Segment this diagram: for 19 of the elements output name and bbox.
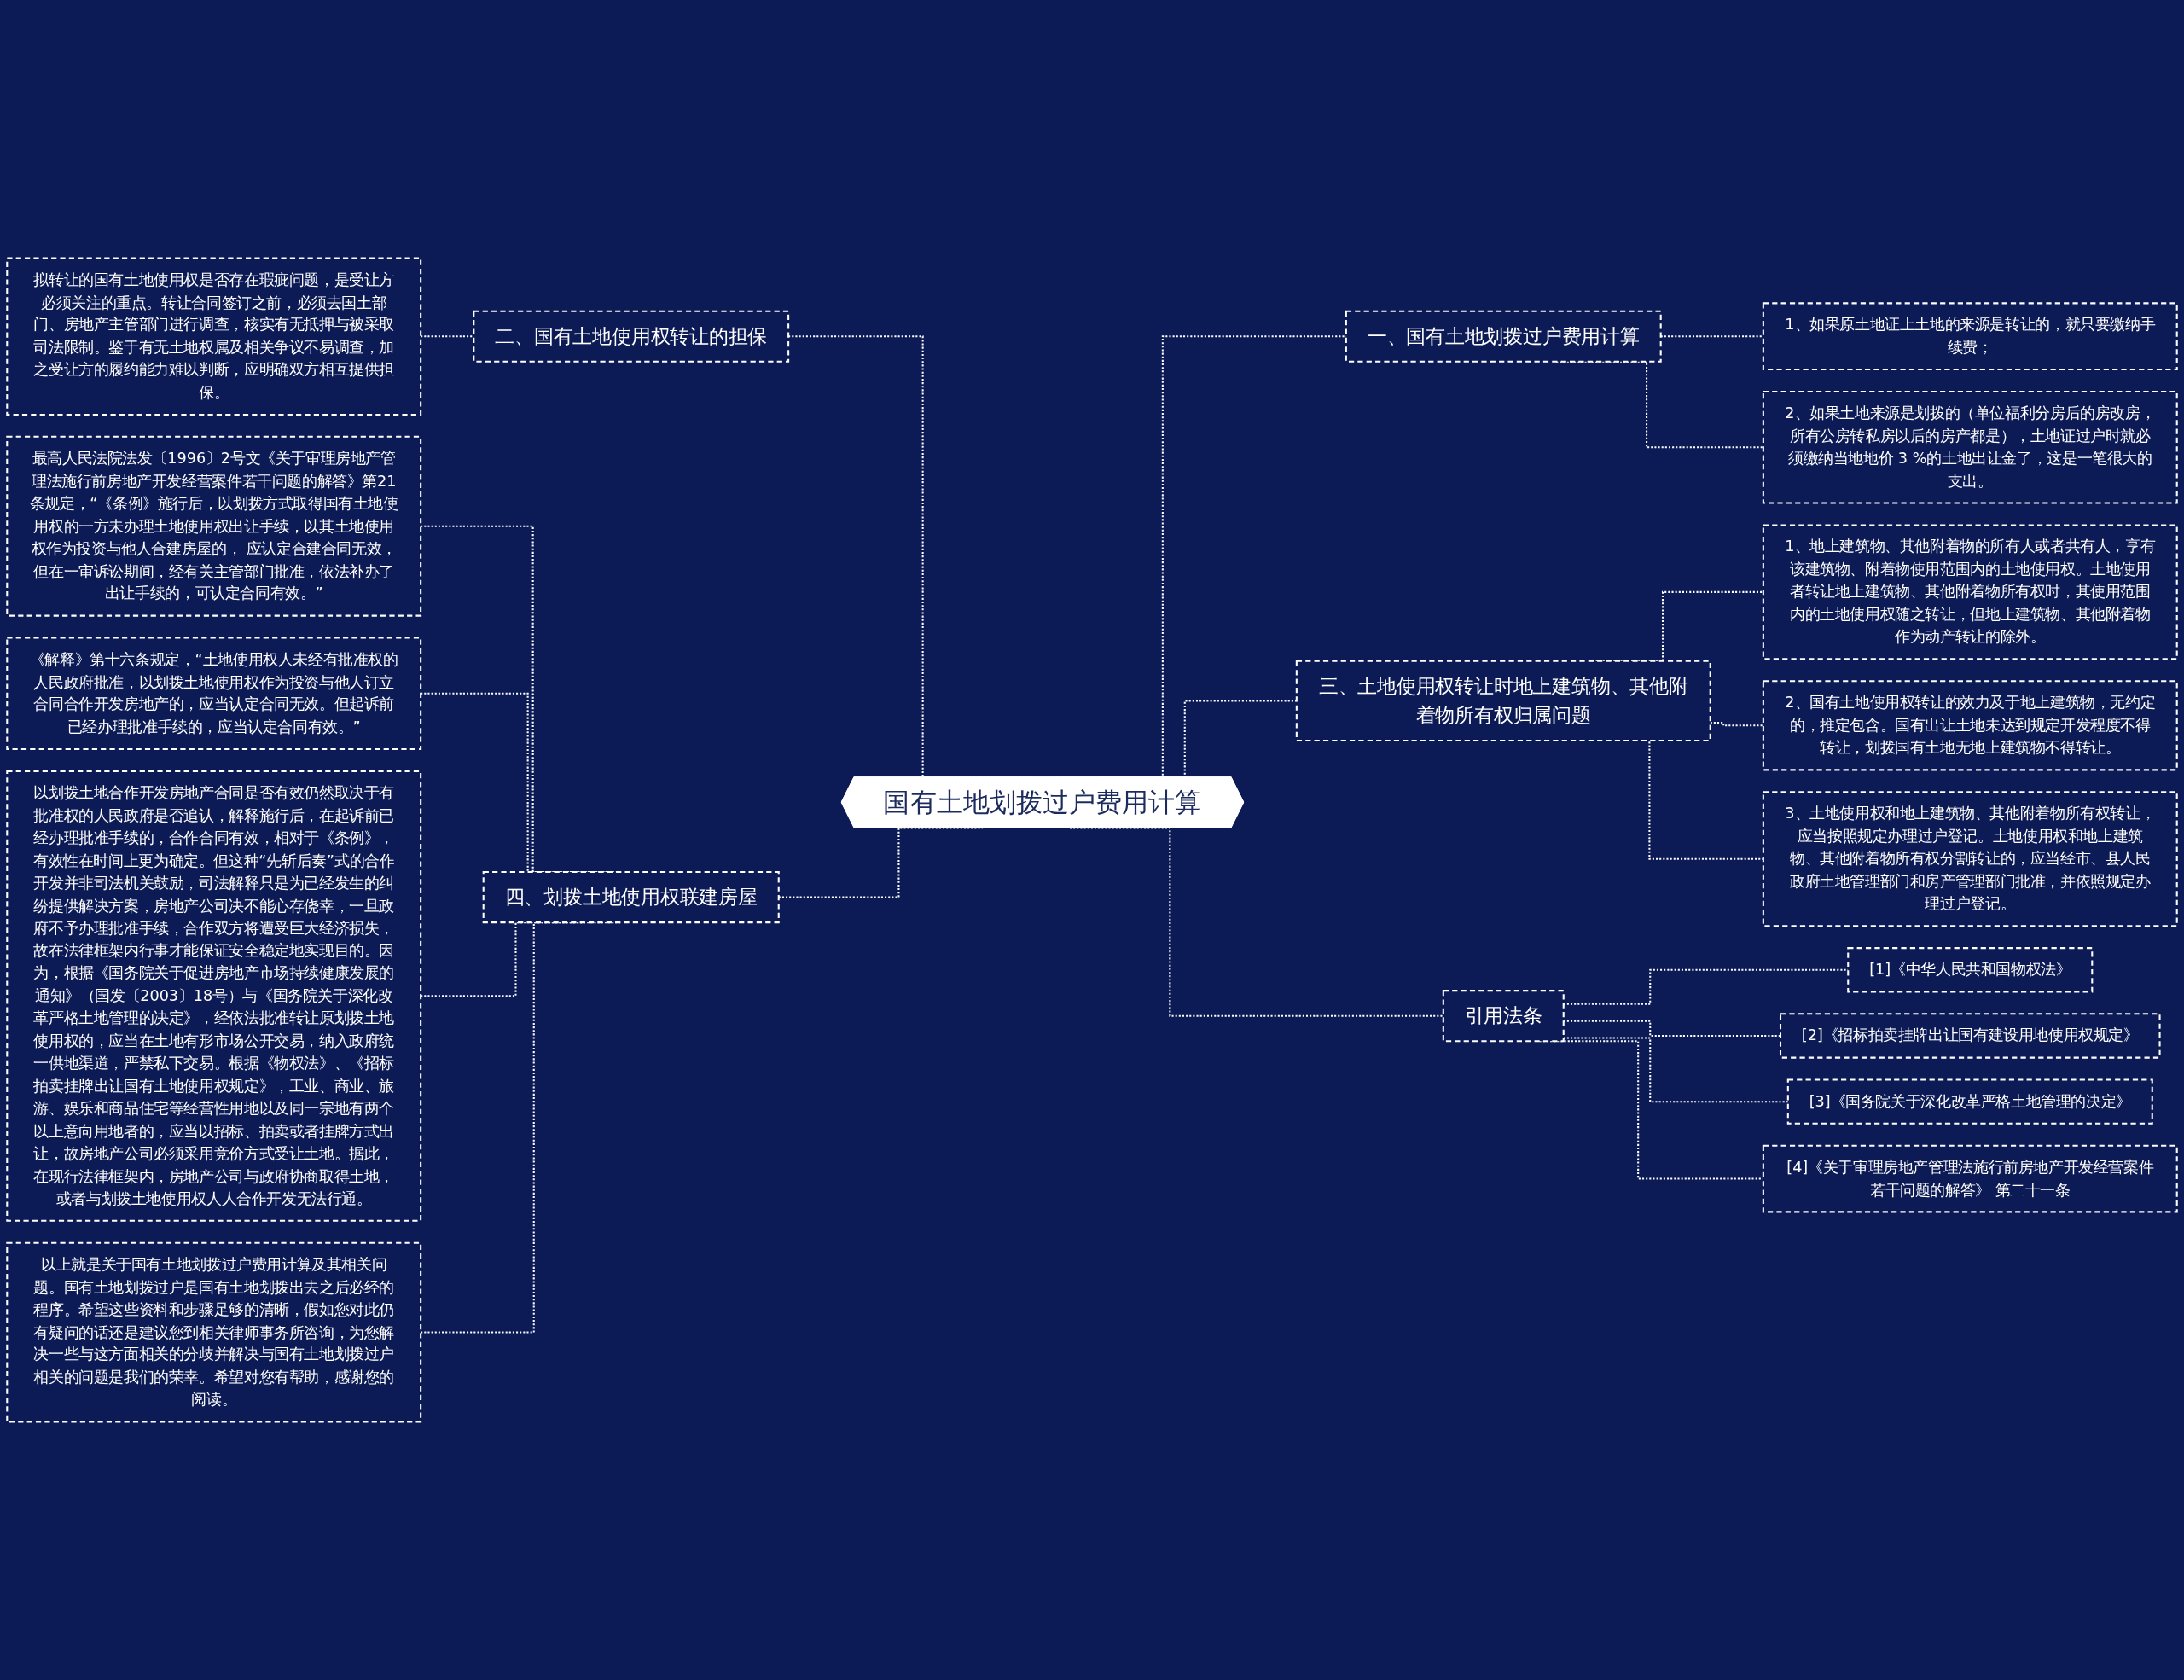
node-box: 一、国有土地划拨过户费用计算 <box>1345 310 1662 363</box>
node-box: 2、如果土地来源是划拨的（单位福利分房后的房改房，所有公房转私房以后的房产都是），土地证过户时就必须缴纳当地地价 3 %的土地出让金了，这是一笔很大的支出。 <box>1762 390 2178 504</box>
node-box: 四、划拨土地使用权联建房屋 <box>482 871 780 924</box>
node-box: 拟转让的国有土地使用权是否存在瑕疵问题，是受让方必须关注的重点。转让合同签订之前，必须去国土部门、房地产主管部门进行调查，核实有无抵押与被采取司法限制。鉴于有无土地权属及相关争议不易调查，加之受让方的履约能力难以判断，应明确双方相互提供担保。 <box>6 257 422 416</box>
node-box: 1、地上建筑物、其他附着物的所有人或者共有人，享有该建筑物、附着物使用范围内的土地使用权。土地使用者转让地上建筑物、其他附着物所有权时，其使用范围内的土地使用权随之转让，但地上建筑物、其他附着物作为动产转让的除外。 <box>1762 524 2178 660</box>
node-box: [2]《招标拍卖挂牌出让国有建设用地使用权规定》 <box>1779 1013 2161 1059</box>
node-box: 引用法条 <box>1442 990 1565 1043</box>
node-box: 2、国有土地使用权转让的效力及于地上建筑物，无约定的，推定包含。国有出让土地未达到规定开发程度不得转让，划拨国有土地无地上建筑物不得转让。 <box>1762 680 2178 771</box>
node-box: 最高人民法院法发〔1996〕2号文《关于审理房地产管理法施行前房地产开发经营案件若干问题的解答》第21条规定，“《条例》施行后，以划拨方式取得国有土地使用权的一方未办理土地使用权出让手续，以其土地使用权作为投资与他人合建房屋的， 应认定合建合同无效，但在一审诉讼期间，经有关主管部门批准，依法补办了出让手续的，可认定合同有效。” <box>6 435 422 617</box>
node-box: 以上就是关于国有土地划拨过户费用计算及其相关问题。国有土地划拨过户是国有土地划拨出去之后必经的程序。希望这些资料和步骤足够的清晰，假如您对此仍有疑问的话还是建议您到相关律师事务所咨询，为您解决一些与这方面相关的分歧并解决与国有土地划拨过户相关的问题是我们的荣幸。希望对您有帮助，感谢您的阅读。 <box>6 1241 422 1423</box>
node-box: 《解释》第十六条规定，“土地使用权人未经有批准权的人民政府批准，以划拨土地使用权作为投资与他人订立合同合作开发房地产的，应当认定合同无效。但起诉前已经办理批准手续的，应当认定合同有效。” <box>6 637 422 751</box>
node-box: 三、土地使用权转让时地上建筑物、其他附着物所有权归属问题 <box>1295 660 1711 742</box>
node-box: [1]《中华人民共和国物权法》 <box>1847 947 2094 993</box>
node-box: 以划拨土地合作开发房地产合同是否有效仍然取决于有批准权的人民政府是否追认，解释施行后，在起诉前已经办理批准手续的，合作合同有效，相对于《条例》，有效性在时间上更为确定。但这种“先斩后奏”式的合作开发并非司法机关鼓励，司法解释只是为已经发生的纠纷提供解决方案，房地产公司决不能心存侥幸，一旦政府不予办理批准手续，合作双方将遭受巨大经济损失，故在法律框架内行事才能保证安全稳定地实现目的。因为，根据《国务院关于促进房地产市场持续健康发展的通知》（国发〔2003〕18号）与《国务院关于深化改革严格土地管理的决定》，经依法批准转让原划拨土地使用权的，应当在土地有形市场公开交易，纳入政府统一供地渠道，严禁私下交易。根据《物权法》、《招标拍卖挂牌出让国有土地使用权规定》，工业、商业、旅游、娱乐和商品住宅等经营性用地以及同一宗地有两个以上意向用地者的，应当以招标、拍卖或者挂牌方式出让，故房地产公司必须采用竞价方式受让土地。据此，在现行法律框架内，房地产公司与政府协商取得土地，或者与划拨土地使用权人人合作开发无法行通。 <box>6 770 422 1222</box>
node-box: 3、土地使用权和地上建筑物、其他附着物所有权转让，应当按照规定办理过户登记。土地使用权和地上建筑物、其他附着物所有权分割转让的，应当经市、县人民政府土地管理部门和房产管理部门批准，并依照规定办理过户登记。 <box>1762 791 2178 927</box>
node-box: [4]《关于审理房地产管理法施行前房地产开发经营案件若干问题的解答》 第二十一条 <box>1762 1144 2178 1213</box>
node-box: 二、国有土地使用权转让的担保 <box>473 310 790 363</box>
node-box: 1、如果原土地证上土地的来源是转让的，就只要缴纳手续费； <box>1762 302 2178 371</box>
node-box: [3]《国务院关于深化改革严格土地管理的决定》 <box>1786 1078 2153 1125</box>
